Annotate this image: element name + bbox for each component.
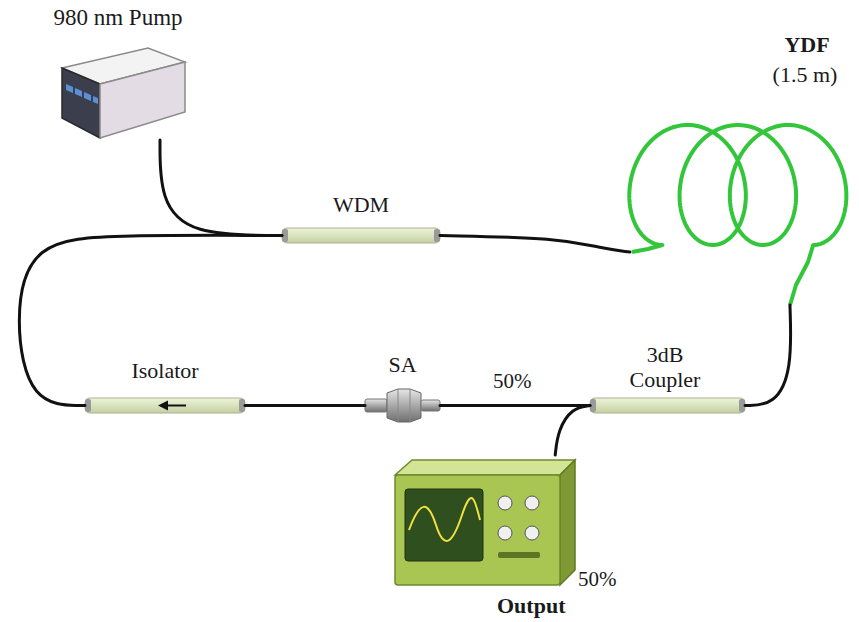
pump-device [62, 48, 185, 138]
isolator-body [85, 398, 245, 413]
component-label: YDF [762, 32, 852, 57]
pump-button [75, 88, 82, 97]
optical-fiber [19, 235, 282, 405]
scope-screen [405, 489, 483, 561]
oscilloscope [395, 460, 575, 585]
scope-trace [409, 498, 480, 541]
coupler-body [590, 398, 745, 413]
scope-knob [498, 526, 512, 540]
pump-source: 980 nm Pump [60, 45, 185, 140]
scope-side [560, 460, 575, 585]
saturable-absorber: SA [365, 389, 440, 422]
wdm-component [282, 228, 440, 243]
optical-fiber [245, 404, 365, 407]
optical-fiber [745, 305, 791, 406]
component-label: (1.5 m) [745, 62, 859, 87]
scope-knob [498, 496, 512, 510]
component-label: WDM [282, 192, 440, 217]
isolator: Isolator [85, 398, 245, 413]
scope-front [395, 475, 560, 585]
direction-arrow [166, 405, 186, 407]
connector-nut [387, 389, 421, 422]
wdm-coupler: WDM [282, 228, 440, 243]
pump-button [66, 84, 73, 93]
scope-knob [525, 496, 539, 510]
sa-connector [365, 389, 440, 422]
connector-sleeve [421, 400, 440, 411]
split-ratio: 50% [493, 369, 532, 393]
component-label: 980 nm Pump [0, 5, 238, 31]
component-label: 3dB Coupler [610, 342, 720, 393]
output-coupler: 3dB Coupler [590, 398, 745, 413]
output-instrument: Output [395, 455, 575, 585]
direction-arrowhead [158, 401, 168, 411]
optical-fiber [440, 236, 630, 253]
optical-fiber [440, 404, 590, 407]
optical-fiber [160, 140, 282, 236]
pump-button [84, 92, 91, 101]
component-label: Output [497, 593, 597, 618]
fiber-coil [629, 125, 846, 305]
isolator-component [85, 398, 245, 413]
pump-side [100, 62, 185, 138]
wdm-body [282, 228, 440, 243]
nut-edge [410, 389, 411, 422]
scope-knob [525, 526, 539, 540]
coupler-component [590, 398, 745, 413]
component-label: SA [365, 352, 440, 377]
split-ratio: 50% [578, 567, 617, 591]
gain-fiber: YDF(1.5 m) [630, 120, 850, 305]
component-label: Isolator [85, 358, 245, 383]
pump-button [93, 96, 98, 104]
scope-slot [498, 552, 540, 558]
connector-sleeve [365, 399, 387, 412]
nut-edge [398, 389, 399, 422]
pump-front [62, 68, 100, 138]
scope-top [395, 460, 575, 475]
optical-fiber [555, 406, 590, 456]
